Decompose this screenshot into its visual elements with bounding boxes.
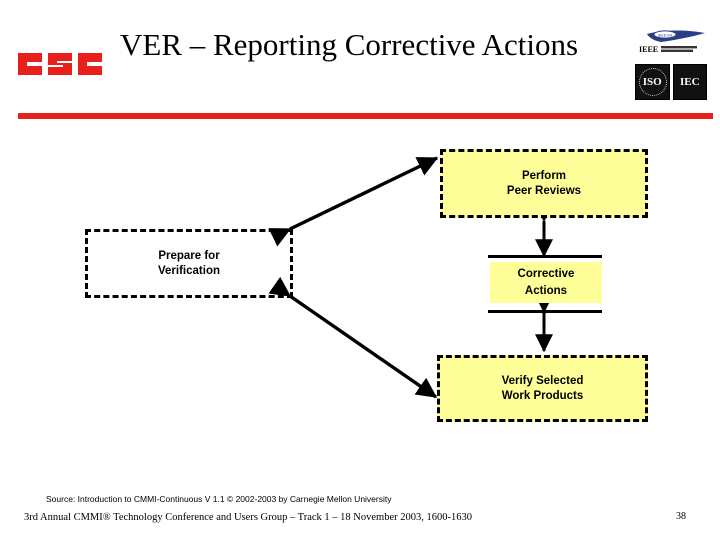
node-label-line1: Perform <box>521 169 567 182</box>
iso-logo: ISO <box>635 64 670 100</box>
svg-text:IEEE-SA: IEEE-SA <box>658 33 673 37</box>
node-label: Verify Selected Work Products <box>502 374 584 404</box>
node-label-line1: Corrective <box>517 267 575 280</box>
node-perform-peer-reviews[interactable]: Perform Peer Reviews <box>440 149 648 218</box>
corrective-actions-bottom-rule <box>488 310 602 313</box>
node-prepare-for-verification[interactable]: Prepare for Verification <box>85 229 293 298</box>
node-label-line2: Work Products <box>501 389 584 402</box>
conference-line: 3rd Annual CMMI® Technology Conference a… <box>24 512 472 523</box>
node-label-line2: Verification <box>158 264 220 277</box>
node-verify-selected-work-products[interactable]: Verify Selected Work Products <box>437 355 648 422</box>
node-corrective-actions[interactable]: Corrective Actions <box>490 262 602 303</box>
corrective-actions-top-rule <box>488 255 602 258</box>
iec-label: IEC <box>679 76 700 88</box>
iso-iec-badges: ISO IEC <box>635 64 707 100</box>
iso-label: ISO <box>642 76 662 88</box>
page-title: VER – Reporting Corrective Actions <box>120 27 579 62</box>
iec-logo: IEC <box>672 64 707 100</box>
node-label-line2: Peer Reviews <box>506 184 582 197</box>
node-label: Prepare for Verification <box>158 249 220 279</box>
csc-logo <box>16 41 108 85</box>
node-label: Corrective Actions <box>518 266 575 300</box>
source-line: Source: Introduction to CMMI-Continuous … <box>46 494 392 504</box>
page-number: 38 <box>676 511 686 522</box>
node-label-line2: Actions <box>524 284 568 297</box>
ieee-logo: IEEE-SA IEEE <box>635 28 707 58</box>
header-divider <box>18 113 713 119</box>
node-label: Perform Peer Reviews <box>507 169 581 199</box>
node-label-line1: Verify Selected <box>501 374 584 387</box>
node-label-line1: Prepare for <box>158 249 220 262</box>
svg-text:IEEE: IEEE <box>639 45 658 54</box>
standards-logos: IEEE-SA IEEE ISO IEC <box>630 28 712 104</box>
